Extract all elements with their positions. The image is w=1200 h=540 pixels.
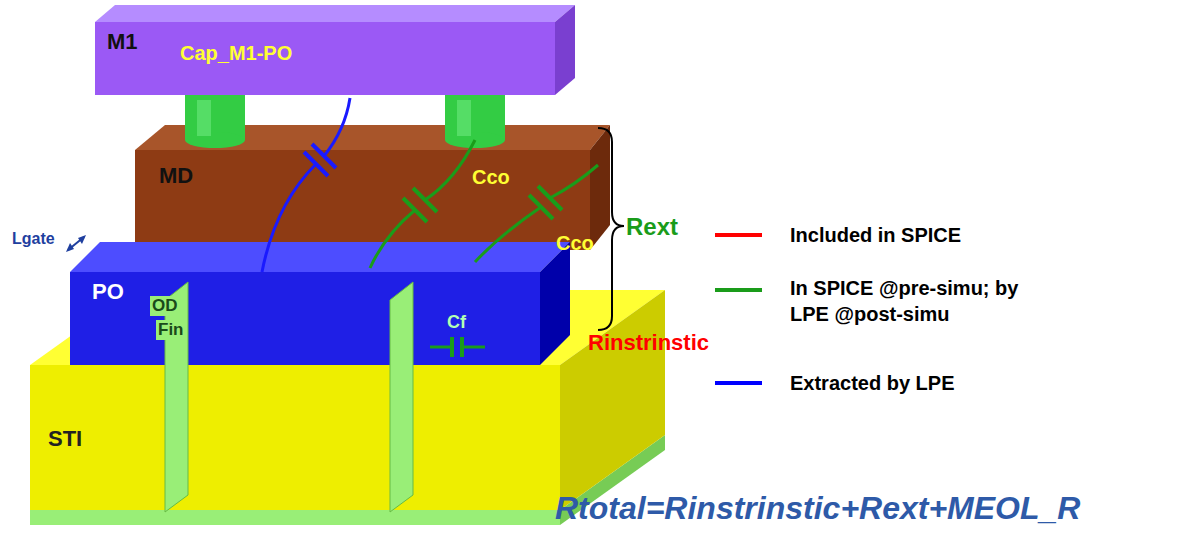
po-side bbox=[540, 242, 570, 365]
part-label: Fin bbox=[156, 320, 186, 340]
capacitance-label: Cap_M1-PO bbox=[180, 42, 292, 65]
legend-sample-line bbox=[715, 233, 762, 237]
cap-lead bbox=[475, 207, 541, 262]
po-front bbox=[70, 272, 540, 365]
cap-lead bbox=[262, 164, 316, 272]
m1-top bbox=[95, 5, 575, 22]
legend-text: Included in SPICE bbox=[790, 222, 1090, 248]
resistance-label: Rext bbox=[626, 213, 678, 241]
capacitor-plate bbox=[413, 188, 437, 212]
sti-side bbox=[560, 290, 665, 510]
capacitor-plate bbox=[460, 337, 464, 357]
formula: Rtotal=Rinstrinstic+Rext+MEOL_R bbox=[555, 490, 1080, 527]
fin bbox=[165, 282, 188, 512]
m1-side bbox=[555, 5, 575, 95]
via-bottom bbox=[185, 132, 245, 148]
capacitor-plate bbox=[529, 195, 553, 219]
m1-front bbox=[95, 22, 555, 95]
resistance-label: Rinstrinstic bbox=[588, 330, 709, 355]
via-highlight bbox=[197, 100, 211, 136]
dimension-label: Lgate bbox=[12, 230, 55, 248]
capacitance-label: Cf bbox=[447, 312, 466, 333]
contact-layer: MD bbox=[135, 150, 590, 250]
cap-lead bbox=[430, 346, 451, 349]
node-label: MD bbox=[159, 164, 193, 188]
isolation-layer: STI bbox=[30, 365, 560, 510]
sti-front bbox=[30, 365, 560, 510]
via-highlight bbox=[457, 100, 471, 136]
cap-lead bbox=[550, 165, 598, 198]
cap-lead bbox=[370, 210, 415, 268]
legend-text: Extracted by LPE bbox=[790, 370, 1090, 396]
bracket bbox=[598, 128, 624, 330]
cap-lead bbox=[425, 140, 475, 200]
poly-gate: PO bbox=[70, 272, 540, 365]
capacitor-plate bbox=[403, 198, 427, 222]
fin bbox=[390, 282, 413, 512]
legend-sample-line bbox=[715, 288, 762, 292]
node-label: STI bbox=[48, 427, 82, 451]
metal-layer: M1 bbox=[95, 22, 555, 95]
part-label: OD bbox=[150, 296, 180, 316]
po-top bbox=[70, 242, 570, 272]
node-label: PO bbox=[92, 280, 124, 304]
capacitance-label: Cco bbox=[472, 166, 510, 189]
legend-sample-line bbox=[715, 381, 762, 385]
cap-lead bbox=[463, 346, 485, 349]
capacitance-label: Cco bbox=[556, 232, 594, 255]
capacitor-plate bbox=[450, 337, 454, 357]
substrate-plate bbox=[30, 510, 560, 525]
arrow-head bbox=[66, 243, 74, 252]
md-side bbox=[590, 125, 610, 250]
cap-lead bbox=[324, 98, 350, 156]
node-label: M1 bbox=[107, 30, 138, 54]
legend-text: In SPICE @pre-simu; by LPE @post-simu bbox=[790, 275, 1020, 327]
arrow-head bbox=[78, 235, 86, 244]
capacitor-plate bbox=[312, 144, 336, 168]
md-front bbox=[135, 150, 590, 250]
